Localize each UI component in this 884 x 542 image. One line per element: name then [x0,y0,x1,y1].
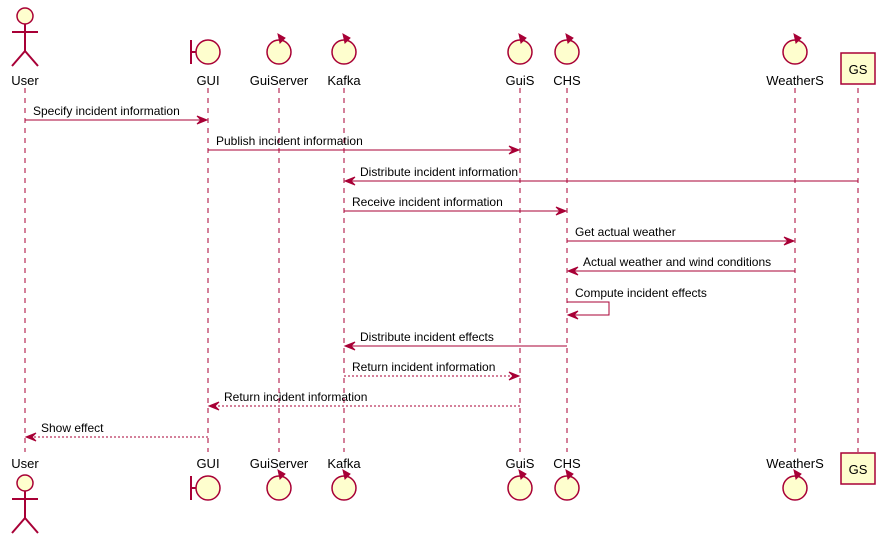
message-6: Actual weather and wind conditions [566,255,795,276]
arrow-head [196,115,209,125]
participant-label-guis: GuiS [506,73,535,88]
participant-label-guis: GuiS [506,456,535,471]
message-label: Show effect [41,421,104,435]
message-10: Return incident information [207,390,520,411]
actor-icon [16,7,34,25]
participant-label-user: User [11,73,39,88]
control-icon [266,39,292,65]
participant-gs-top: GS [840,52,876,85]
arrow-head [566,310,579,320]
participant-label-guiserver: GuiServer [250,456,309,471]
arrow-head [343,176,356,186]
participant-label-gs: GS [849,62,868,77]
participant-kafka-top: Kafka [327,33,361,88]
participant-box [840,52,876,85]
participant-label-gs: GS [849,462,868,477]
message-label: Get actual weather [575,225,676,239]
control-icon [507,475,533,501]
participant-label-gui: GUI [196,456,219,471]
participant-guis-top: GuiS [506,33,535,88]
participant-kafka-bottom: Kafka [327,456,361,501]
message-5: Get actual weather [567,225,796,246]
message-label: Distribute incident information [360,165,518,179]
participant-user-bottom: User [11,456,39,534]
participant-weathers-top: WeatherS [766,33,824,88]
message-arrow [567,301,610,316]
message-label: Return incident information [352,360,495,374]
participant-chs-bottom: CHS [553,456,581,501]
participant-gs-bottom: GS [840,452,876,485]
control-icon [554,475,580,501]
participant-label-gui: GUI [196,73,219,88]
arrow-head [555,206,568,216]
arrow-head [508,371,521,381]
participant-label-user: User [11,456,39,471]
participant-gui-bottom: GUI [190,456,221,501]
participant-label-weathers: WeatherS [766,456,824,471]
participant-label-chs: CHS [553,73,581,88]
message-label: Actual weather and wind conditions [583,255,771,269]
participant-label-kafka: Kafka [327,456,361,471]
actor-icon [16,474,34,492]
message-label: Specify incident information [33,104,180,118]
message-1: Specify incident information [25,104,209,125]
participant-label-chs: CHS [553,456,581,471]
participant-guiserver-bottom: GuiServer [250,456,309,501]
control-icon [782,475,808,501]
participant-guiserver-top: GuiServer [250,33,309,88]
control-icon [507,39,533,65]
participant-label-weathers: WeatherS [766,73,824,88]
message-label: Receive incident information [352,195,503,209]
arrow-head [343,341,356,351]
message-7: Compute incident effects [566,286,707,320]
participant-label-guiserver: GuiServer [250,73,309,88]
participant-gui-top: GUI [190,39,221,88]
message-label: Distribute incident effects [360,330,494,344]
arrow-head [24,432,37,442]
participant-box [840,452,876,485]
participant-label-kafka: Kafka [327,73,361,88]
control-icon [782,39,808,65]
message-label: Compute incident effects [575,286,707,300]
message-3: Distribute incident information [343,165,858,186]
arrow-head [508,145,521,155]
control-icon [266,475,292,501]
message-2: Publish incident information [208,134,521,155]
message-8: Distribute incident effects [343,330,567,351]
control-icon [331,475,357,501]
participant-chs-top: CHS [553,33,581,88]
message-4: Receive incident information [344,195,568,216]
message-9: Return incident information [344,360,521,381]
arrow-head [566,266,579,276]
message-label: Publish incident information [216,134,363,148]
participant-user-top: User [11,7,39,88]
message-label: Return incident information [224,390,367,404]
message-11: Show effect [24,421,208,442]
control-icon [331,39,357,65]
participant-guis-bottom: GuiS [506,456,535,501]
arrow-head [207,401,220,411]
arrow-head [783,236,796,246]
participant-weathers-bottom: WeatherS [766,456,824,501]
control-icon [554,39,580,65]
